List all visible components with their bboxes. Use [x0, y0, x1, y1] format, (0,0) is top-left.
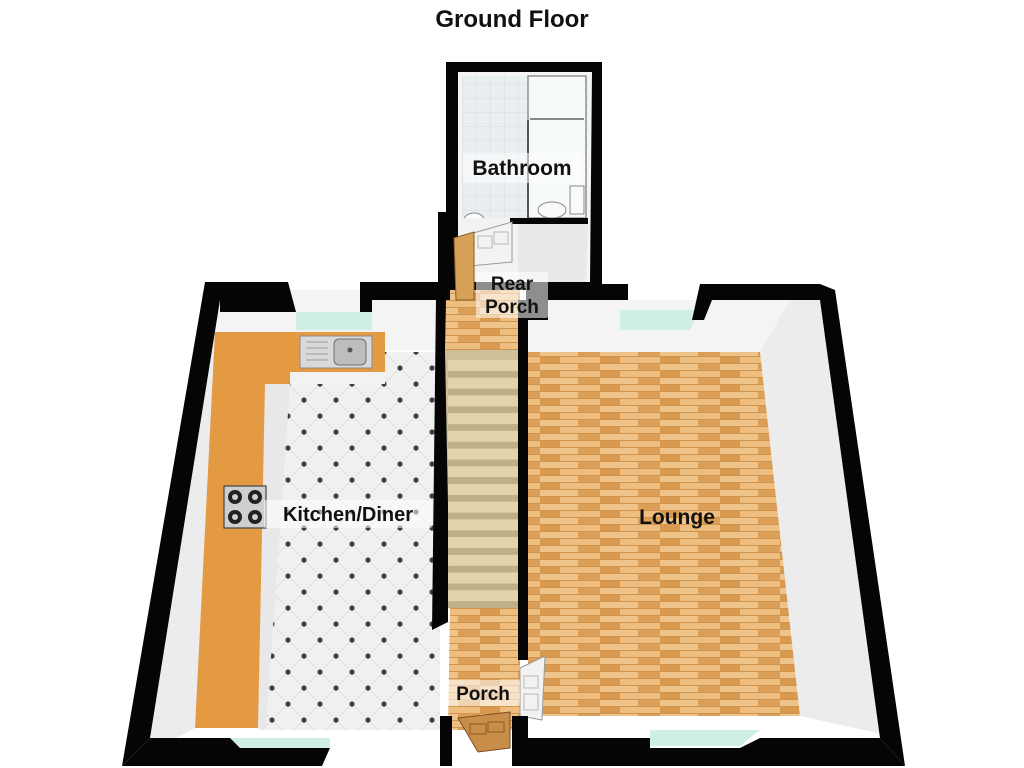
partition-wall-kitchen: [432, 298, 448, 630]
lounge-wall-bottom: [528, 738, 905, 766]
front-door: [457, 711, 511, 753]
kitchen-window-bottom: [230, 738, 330, 748]
lounge-wood-floor: [528, 352, 800, 716]
stair-riser: [448, 494, 520, 502]
porch-wall-right: [512, 716, 528, 766]
stair-tread: [448, 448, 520, 460]
kitchen-wall-top-right: [360, 282, 450, 312]
kitchen-wall-top-left: [205, 282, 296, 312]
stair-tread: [448, 590, 520, 602]
stair-riser: [448, 459, 520, 467]
stair-tread: [448, 537, 520, 549]
stair-riser: [448, 583, 520, 591]
stair-riser: [448, 388, 520, 396]
hob-icon: [223, 485, 267, 529]
lounge-wall-top-right: [692, 284, 820, 320]
stair-tread: [448, 519, 520, 531]
kitchen-wall-left: [122, 282, 220, 766]
stair-tread: [448, 430, 520, 442]
floor-title: Ground Floor: [435, 6, 589, 33]
stair-riser: [448, 441, 520, 449]
stair-riser: [448, 548, 520, 555]
lounge-wall-top-left: [526, 284, 628, 320]
porch-label: Porch: [456, 684, 510, 705]
stair-riser: [448, 477, 520, 484]
porch-wall-left: [440, 716, 452, 766]
stair-tread: [448, 484, 520, 495]
stair-tread: [448, 501, 520, 513]
stair-riser: [448, 370, 520, 378]
stair-riser: [448, 424, 520, 431]
lounge-window-bottom: [650, 730, 760, 746]
stair-tread: [448, 395, 520, 407]
lounge-label: Lounge: [639, 506, 715, 529]
sink-icon: [299, 335, 373, 369]
stair-tread: [448, 413, 520, 425]
stair-tread: [448, 572, 520, 584]
stair-riser: [448, 601, 520, 608]
kitchen-diner-room: [122, 282, 450, 766]
toilet-icon: [537, 185, 585, 219]
lounge-window-top: [620, 310, 700, 330]
lounge-wall-right: [820, 284, 905, 766]
kitchen-wall-bottom: [122, 738, 330, 766]
rear-porch-wall-left: [438, 212, 450, 300]
bathroom-label: Bathroom: [472, 157, 571, 180]
kitchen-counter: [195, 332, 385, 728]
porch-lounge-door: [519, 655, 546, 721]
stair-riser: [448, 565, 520, 573]
stair-riser: [448, 530, 520, 538]
stair-riser: [448, 406, 520, 414]
stair-tread: [448, 360, 520, 371]
rear-porch-label-line1: Rear: [491, 274, 534, 295]
kitchen-window-top: [296, 312, 372, 330]
stair-riser: [448, 512, 520, 520]
stair-tread: [448, 466, 520, 478]
room-labels: Bathroom Rear Porch Kitchen/Diner Lounge…: [264, 153, 715, 706]
lounge-room: [526, 284, 905, 766]
staircase: [445, 350, 520, 608]
rear-porch-label-line2: Porch: [485, 297, 539, 318]
kitchen-tile-floor: [258, 352, 440, 730]
stair-tread: [448, 377, 520, 389]
stair-tread: [448, 554, 520, 566]
stair-wall: [518, 300, 528, 660]
kitchen-diner-label: Kitchen/Diner: [283, 504, 413, 526]
